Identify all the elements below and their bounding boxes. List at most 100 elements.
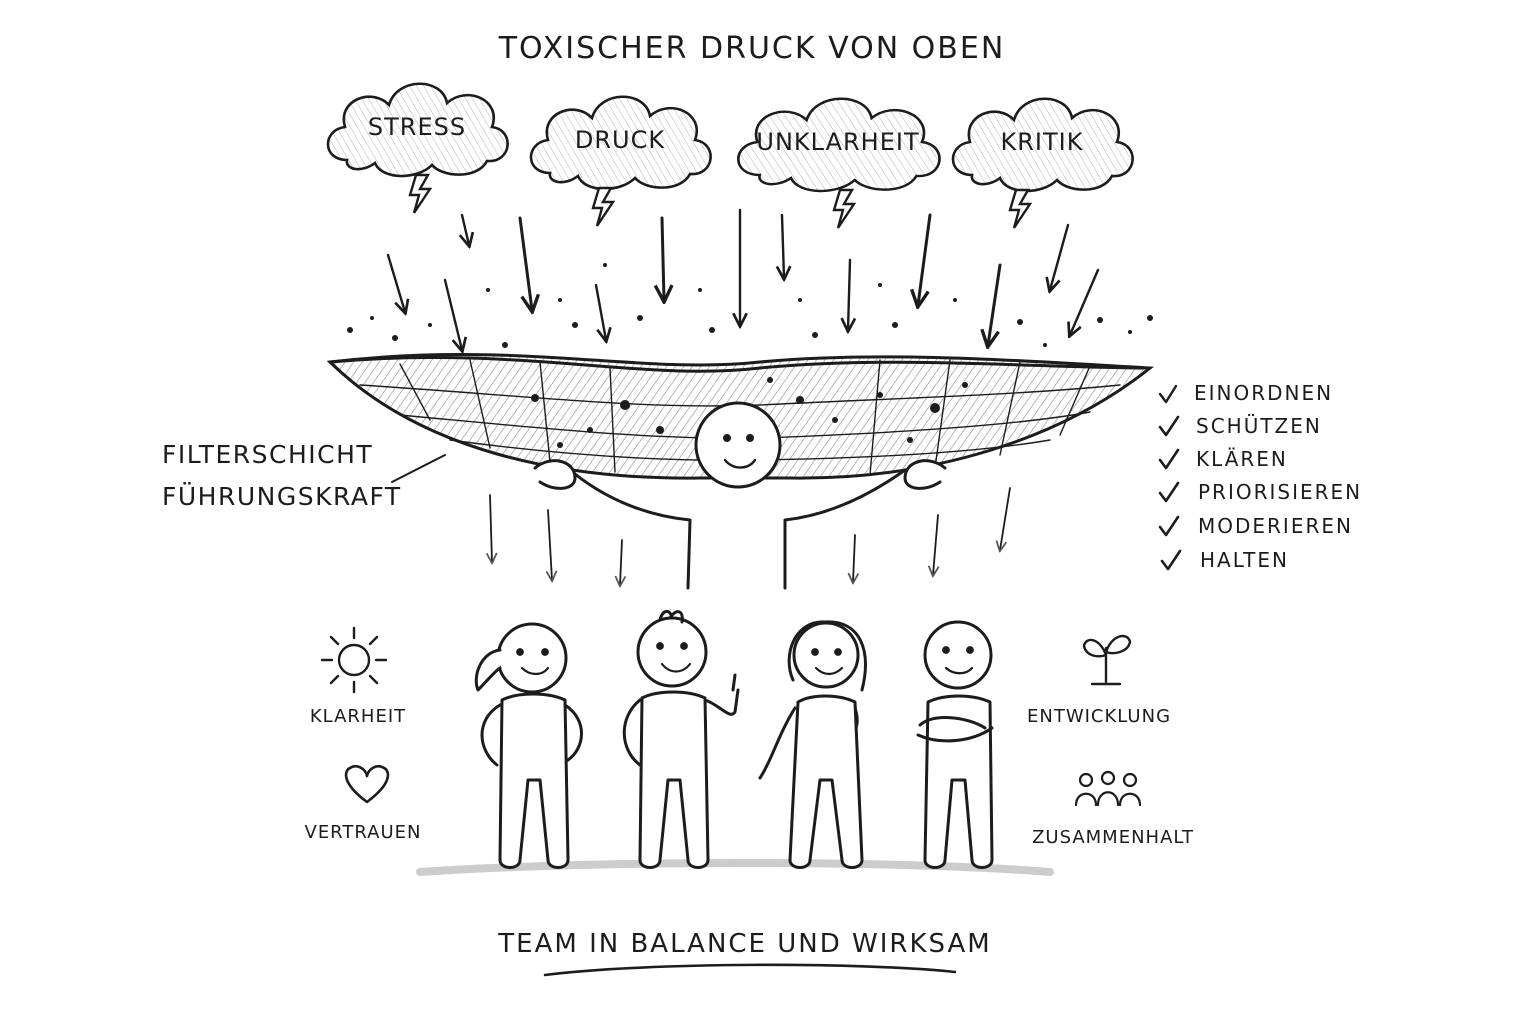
leader-head: [694, 401, 782, 489]
net-particles: [531, 377, 968, 448]
value-label-klarheit: KLARHEIT: [310, 706, 406, 727]
sun-icon: [320, 626, 388, 694]
lightning-icon: [832, 188, 856, 230]
team: [416, 610, 1054, 876]
filter-label-pointer: [391, 454, 446, 483]
cloud-stress: STRESS: [326, 82, 509, 215]
team-member-2: [622, 610, 740, 869]
pressure-arrow: [462, 213, 469, 245]
particle-dot: [962, 382, 968, 388]
checklist-item: KLÄREN: [1158, 447, 1286, 471]
pressure-arrow: [1050, 223, 1070, 290]
particle-dot: [796, 396, 804, 404]
check-icon: [1158, 448, 1180, 470]
particle-dot: [428, 323, 432, 327]
checklist-label: HALTEN: [1200, 548, 1289, 572]
particle-dot: [1147, 315, 1153, 321]
particle-dot: [930, 403, 940, 413]
particle-dot: [531, 394, 539, 402]
filtered-arrow: [548, 509, 552, 580]
pressure-arrow: [443, 278, 462, 350]
particle-dot: [698, 288, 702, 292]
checklist-label: SCHÜTZEN: [1196, 414, 1322, 438]
particle-dot: [1017, 319, 1023, 325]
particle-dot: [953, 298, 957, 302]
ponytail: [474, 648, 502, 692]
filtered-arrow: [1000, 487, 1011, 550]
cloud-label: STRESS: [368, 113, 466, 141]
cloud-label: UNKLARHEIT: [756, 128, 919, 156]
particle-dot: [502, 342, 508, 348]
hair-tuft: [658, 610, 684, 624]
value-label-entwicklung: ENTWICKLUNG: [1027, 706, 1171, 727]
cloud-unklarheit: UNKLARHEIT: [736, 97, 941, 230]
leader-arm-right: [903, 459, 947, 490]
pressure-arrow: [386, 253, 405, 312]
sprout-icon: [1082, 634, 1132, 686]
particle-dot: [1043, 343, 1047, 347]
cloud-druck: DRUCK: [529, 95, 712, 228]
toxic-particles: [347, 263, 1153, 348]
particle-dot: [878, 283, 882, 287]
page-title: TOXISCHER DRUCK VON OBEN: [498, 31, 1006, 66]
particle-dot: [1128, 330, 1132, 334]
lightning-icon: [591, 186, 615, 228]
value-label-zusammenhalt: ZUSAMMENHALT: [1032, 827, 1194, 848]
check-icon: [1158, 415, 1180, 437]
checklist-item: MODERIEREN: [1158, 514, 1353, 538]
checklist: EINORDNEN SCHÜTZEN KLÄREN PRIORISIEREN M…: [1158, 381, 1362, 572]
cloud-kritik: KRITIK: [951, 97, 1134, 230]
checklist-item: SCHÜTZEN: [1158, 414, 1322, 438]
checklist-label: MODERIEREN: [1198, 514, 1353, 538]
particle-dot: [558, 298, 562, 302]
checklist-item: HALTEN: [1160, 548, 1289, 572]
pressure-arrow: [782, 213, 784, 278]
check-icon: [1158, 384, 1178, 404]
particle-dot: [656, 426, 664, 434]
leader-figure: [533, 401, 947, 590]
team-member-4: [916, 620, 994, 869]
group-icon: [1074, 770, 1142, 807]
crossed-arms: [916, 716, 994, 743]
particle-dot: [620, 400, 630, 410]
filter-net-rim: [328, 355, 1152, 373]
particle-dot: [907, 437, 913, 443]
filtered-arrow: [490, 494, 492, 562]
footer-caption: TEAM IN BALANCE UND WIRKSAM: [497, 929, 991, 959]
team-member-3: [758, 620, 867, 869]
filtered-arrow: [620, 539, 622, 585]
pressure-arrow: [918, 213, 932, 305]
checklist-label: PRIORISIEREN: [1198, 480, 1362, 504]
filter-label-line1: FILTERSCHICHT: [162, 440, 373, 469]
particle-dot: [572, 322, 578, 328]
particle-dot: [603, 263, 607, 267]
particle-dot: [637, 315, 643, 321]
filtered-arrows: [490, 487, 1011, 585]
lightning-icon: [408, 173, 432, 215]
footer-underline: [543, 963, 957, 977]
particle-dot: [486, 288, 490, 292]
heart-icon: [344, 765, 390, 804]
checklist-item: EINORDNEN: [1158, 381, 1331, 405]
pressure-arrows: [386, 208, 1100, 350]
particle-dot: [709, 327, 715, 333]
team-member-1: [474, 622, 583, 869]
pressure-arrow: [1070, 268, 1100, 335]
particle-dot: [892, 322, 898, 328]
value-label-vertrauen: VERTRAUEN: [305, 822, 422, 843]
pressure-arrow: [594, 283, 606, 340]
particle-dot: [347, 327, 353, 333]
leader-body: [568, 468, 907, 590]
leader-eye: [723, 434, 731, 442]
particle-dot: [1097, 317, 1103, 323]
filtered-arrow: [933, 514, 938, 575]
particle-dot: [557, 442, 563, 448]
leader-smile: [723, 458, 757, 469]
filtered-arrow: [853, 534, 855, 582]
check-icon: [1160, 549, 1182, 571]
particle-dot: [877, 392, 883, 398]
pressure-arrow: [988, 263, 1002, 345]
particle-dot: [587, 427, 593, 433]
pressure-arrow: [848, 258, 850, 330]
